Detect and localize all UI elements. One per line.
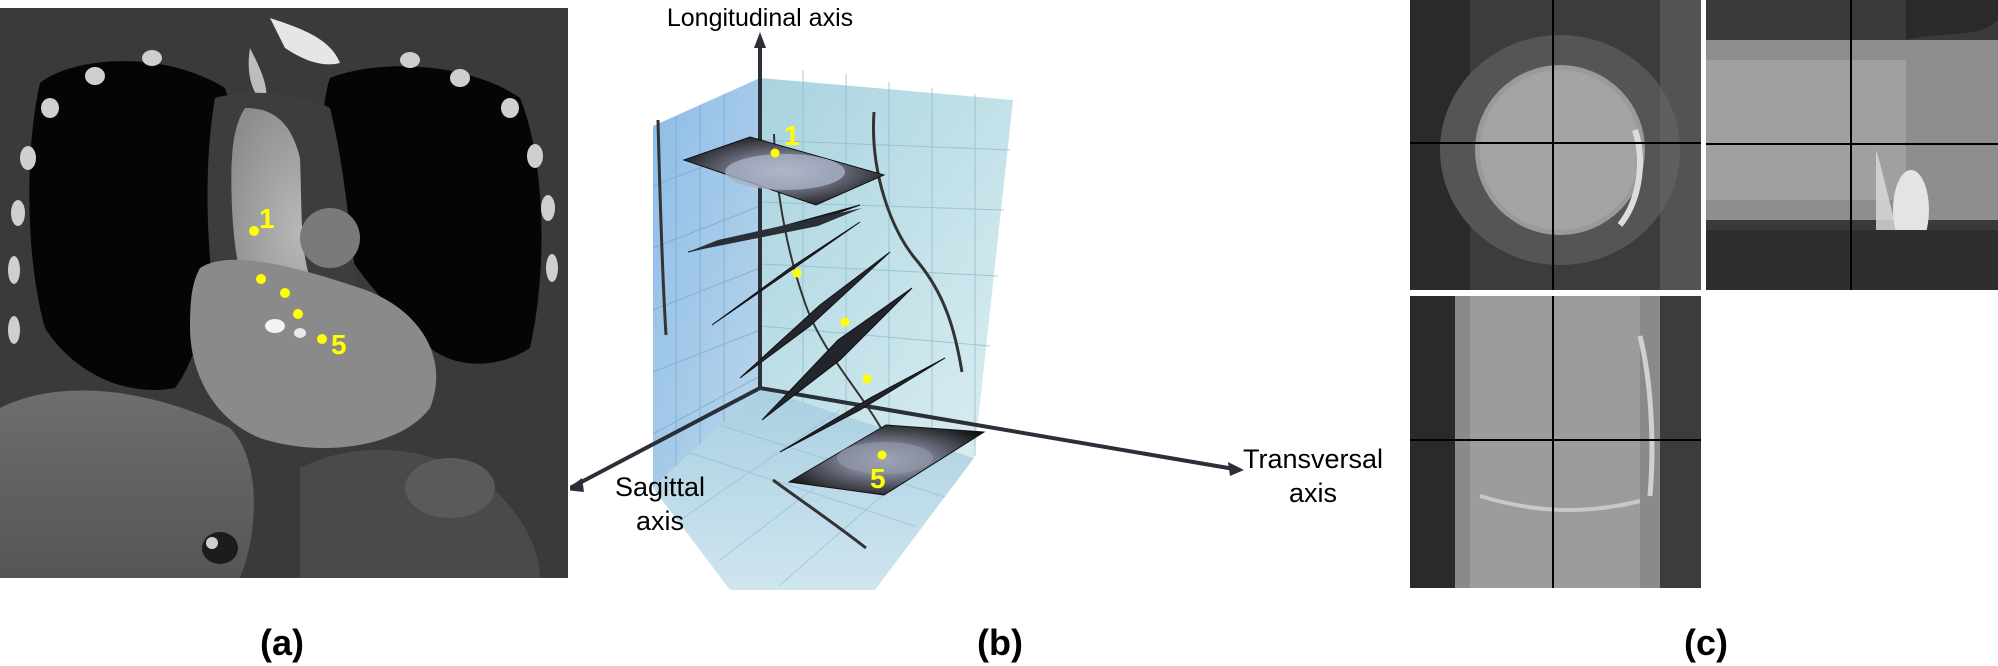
left-lung [322,66,542,364]
slice-3 [711,221,861,326]
marker-label-1: 1 [259,203,275,234]
marker-label-5-3d: 5 [870,463,886,494]
crosshair-vertical [1552,0,1554,290]
slice-2b [688,208,862,252]
projection-left [656,119,668,336]
sagittal-view-image [1706,0,1998,290]
transversal-axis-line1: Transversal [1242,444,1384,474]
panel-b-3d-diagram: 1 5 Longitudinal axis Sagittal axis Tran… [566,0,1410,600]
centerline-points-3d [770,148,887,460]
coronal-view-image [1410,296,1701,588]
panel-c-view-top-left [1410,0,1701,290]
longitudinal-axis-label: Longitudinal axis [667,4,853,32]
projection-right [871,111,964,373]
grid-floor [679,409,946,586]
sagittal-axis-label: Sagittal axis [608,470,712,538]
transversal-axis-line2: axis [1288,478,1337,508]
axes-lines [569,42,1241,490]
sagittal-axis-line2: axis [635,506,684,536]
caption-c: (c) [1684,622,1728,663]
transversal-arrow [1228,462,1244,476]
sagittal-arrow [566,478,584,492]
crosshair-vertical [1552,296,1554,588]
ribs [8,50,558,344]
longitudinal-arrow [754,32,766,48]
panel-a-ct-image: 1 5 [0,8,568,578]
axial-view-image [1410,0,1701,290]
projection-floor [772,478,867,550]
crosshair-horizontal [1706,143,1998,145]
right-lung [29,61,234,390]
slice-5 [761,287,913,421]
panel-c-view-top-right [1706,0,1998,290]
liver [0,390,254,578]
ct-coronal-image: 1 5 [0,8,568,578]
crosshair-vertical [1850,0,1852,290]
centerline-points [249,226,327,344]
crosshair-horizontal [1410,142,1701,144]
transversal-axis-label: Transversal axis [1238,442,1388,510]
axes-3d-diagram: 1 5 Longitudinal axis Sagittal axis Tran… [566,4,1244,590]
caption-b: (b) [977,622,1023,663]
slice-4 [739,251,891,379]
slice-planes [682,136,986,496]
caption-a: (a) [260,622,304,663]
slice-6 [779,357,946,453]
sagittal-axis-line1: Sagittal [614,472,706,502]
crosshair-horizontal [1410,439,1701,441]
marker-label-1-3d: 1 [784,120,800,151]
marker-label-5: 5 [331,329,347,360]
panel-c-view-bottom [1410,296,1701,588]
heart [190,259,437,448]
